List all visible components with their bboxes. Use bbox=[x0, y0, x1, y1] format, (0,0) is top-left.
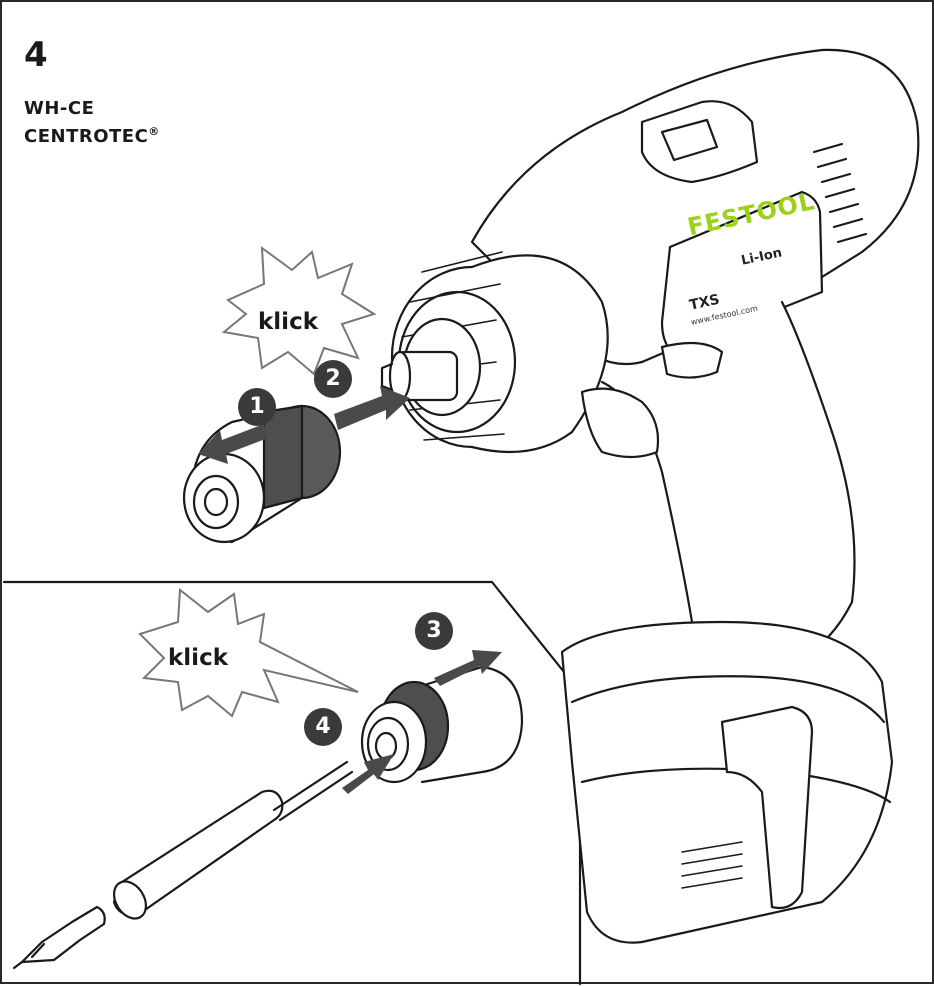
heading-line-2: CENTROTEC® bbox=[24, 125, 160, 147]
klick-label-bottom: klick bbox=[168, 645, 228, 671]
heading-line-1: WH-CE bbox=[24, 98, 95, 119]
label-plate bbox=[660, 190, 824, 354]
battery-vents bbox=[681, 841, 743, 889]
screwdriver-bit bbox=[20, 905, 106, 964]
step-number: 4 bbox=[24, 35, 48, 75]
arrow-push-on bbox=[334, 386, 410, 430]
arrow-pull-sleeve bbox=[434, 650, 502, 686]
klick-burst-bottom bbox=[138, 588, 359, 718]
registered-mark: ® bbox=[148, 125, 160, 138]
heading-line-2-text: CENTROTEC bbox=[24, 126, 149, 147]
direction-switch bbox=[640, 100, 759, 184]
step-badge-4: 4 bbox=[304, 708, 342, 746]
step-badge-2: 2 bbox=[314, 360, 352, 398]
cooling-vents bbox=[812, 142, 868, 244]
trigger bbox=[580, 387, 660, 459]
battery-pack bbox=[560, 620, 894, 944]
step-badge-1: 1 bbox=[238, 388, 276, 426]
klick-burst-top bbox=[221, 245, 377, 376]
klick-label-top: klick bbox=[258, 309, 318, 335]
step-badge-3: 3 bbox=[415, 612, 453, 650]
arrow-pull-off bbox=[198, 424, 268, 464]
arrow-insert-bit bbox=[342, 754, 394, 794]
belt-clip bbox=[720, 705, 814, 910]
